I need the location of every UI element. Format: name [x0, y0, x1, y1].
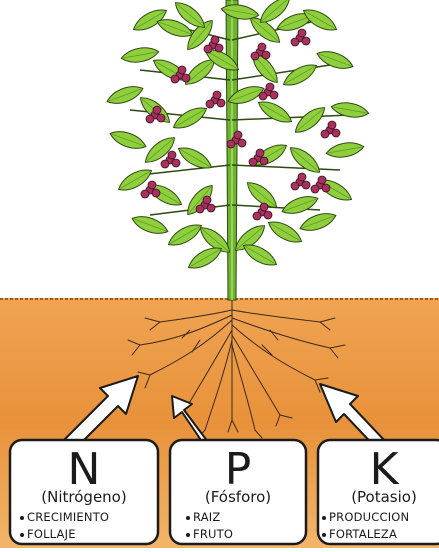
potassium-item-2: FORTALEZA [322, 527, 397, 541]
bullet-icon [322, 533, 326, 537]
arrow-p [172, 396, 208, 446]
bullet-icon [322, 516, 326, 520]
bullet-icon [20, 533, 24, 537]
nitrogen-name: (Nitrógeno) [14, 488, 154, 506]
nitrogen-item-2: FOLLAJE [20, 527, 76, 541]
potassium-item-2-label: FORTALEZA [329, 527, 397, 541]
nitrogen-item-2-label: FOLLAJE [27, 527, 76, 541]
nitrogen-item-1: CRECIMIENTO [20, 510, 109, 524]
bullet-icon [186, 533, 190, 537]
phosphorus-item-2-label: FRUTO [193, 527, 233, 541]
potassium-symbol: K [318, 448, 439, 492]
phosphorus-symbol: P [168, 448, 308, 492]
bullet-icon [186, 516, 190, 520]
phosphorus-item-2: FRUTO [186, 527, 233, 541]
potassium-item-1-label: PRODUCCION [329, 510, 409, 524]
bullet-icon [20, 516, 24, 520]
nitrogen-symbol: N [14, 448, 154, 492]
phosphorus-item-1-label: RAIZ [193, 510, 220, 524]
potassium-name: (Potasio) [318, 488, 439, 506]
potassium-box: K (Potasio) PRODUCCION FORTALEZA [318, 440, 439, 548]
phosphorus-name: (Fósforo) [168, 488, 308, 506]
phosphorus-item-1: RAIZ [186, 510, 220, 524]
nitrogen-item-1-label: CRECIMIENTO [27, 510, 109, 524]
potassium-item-1: PRODUCCION [322, 510, 409, 524]
